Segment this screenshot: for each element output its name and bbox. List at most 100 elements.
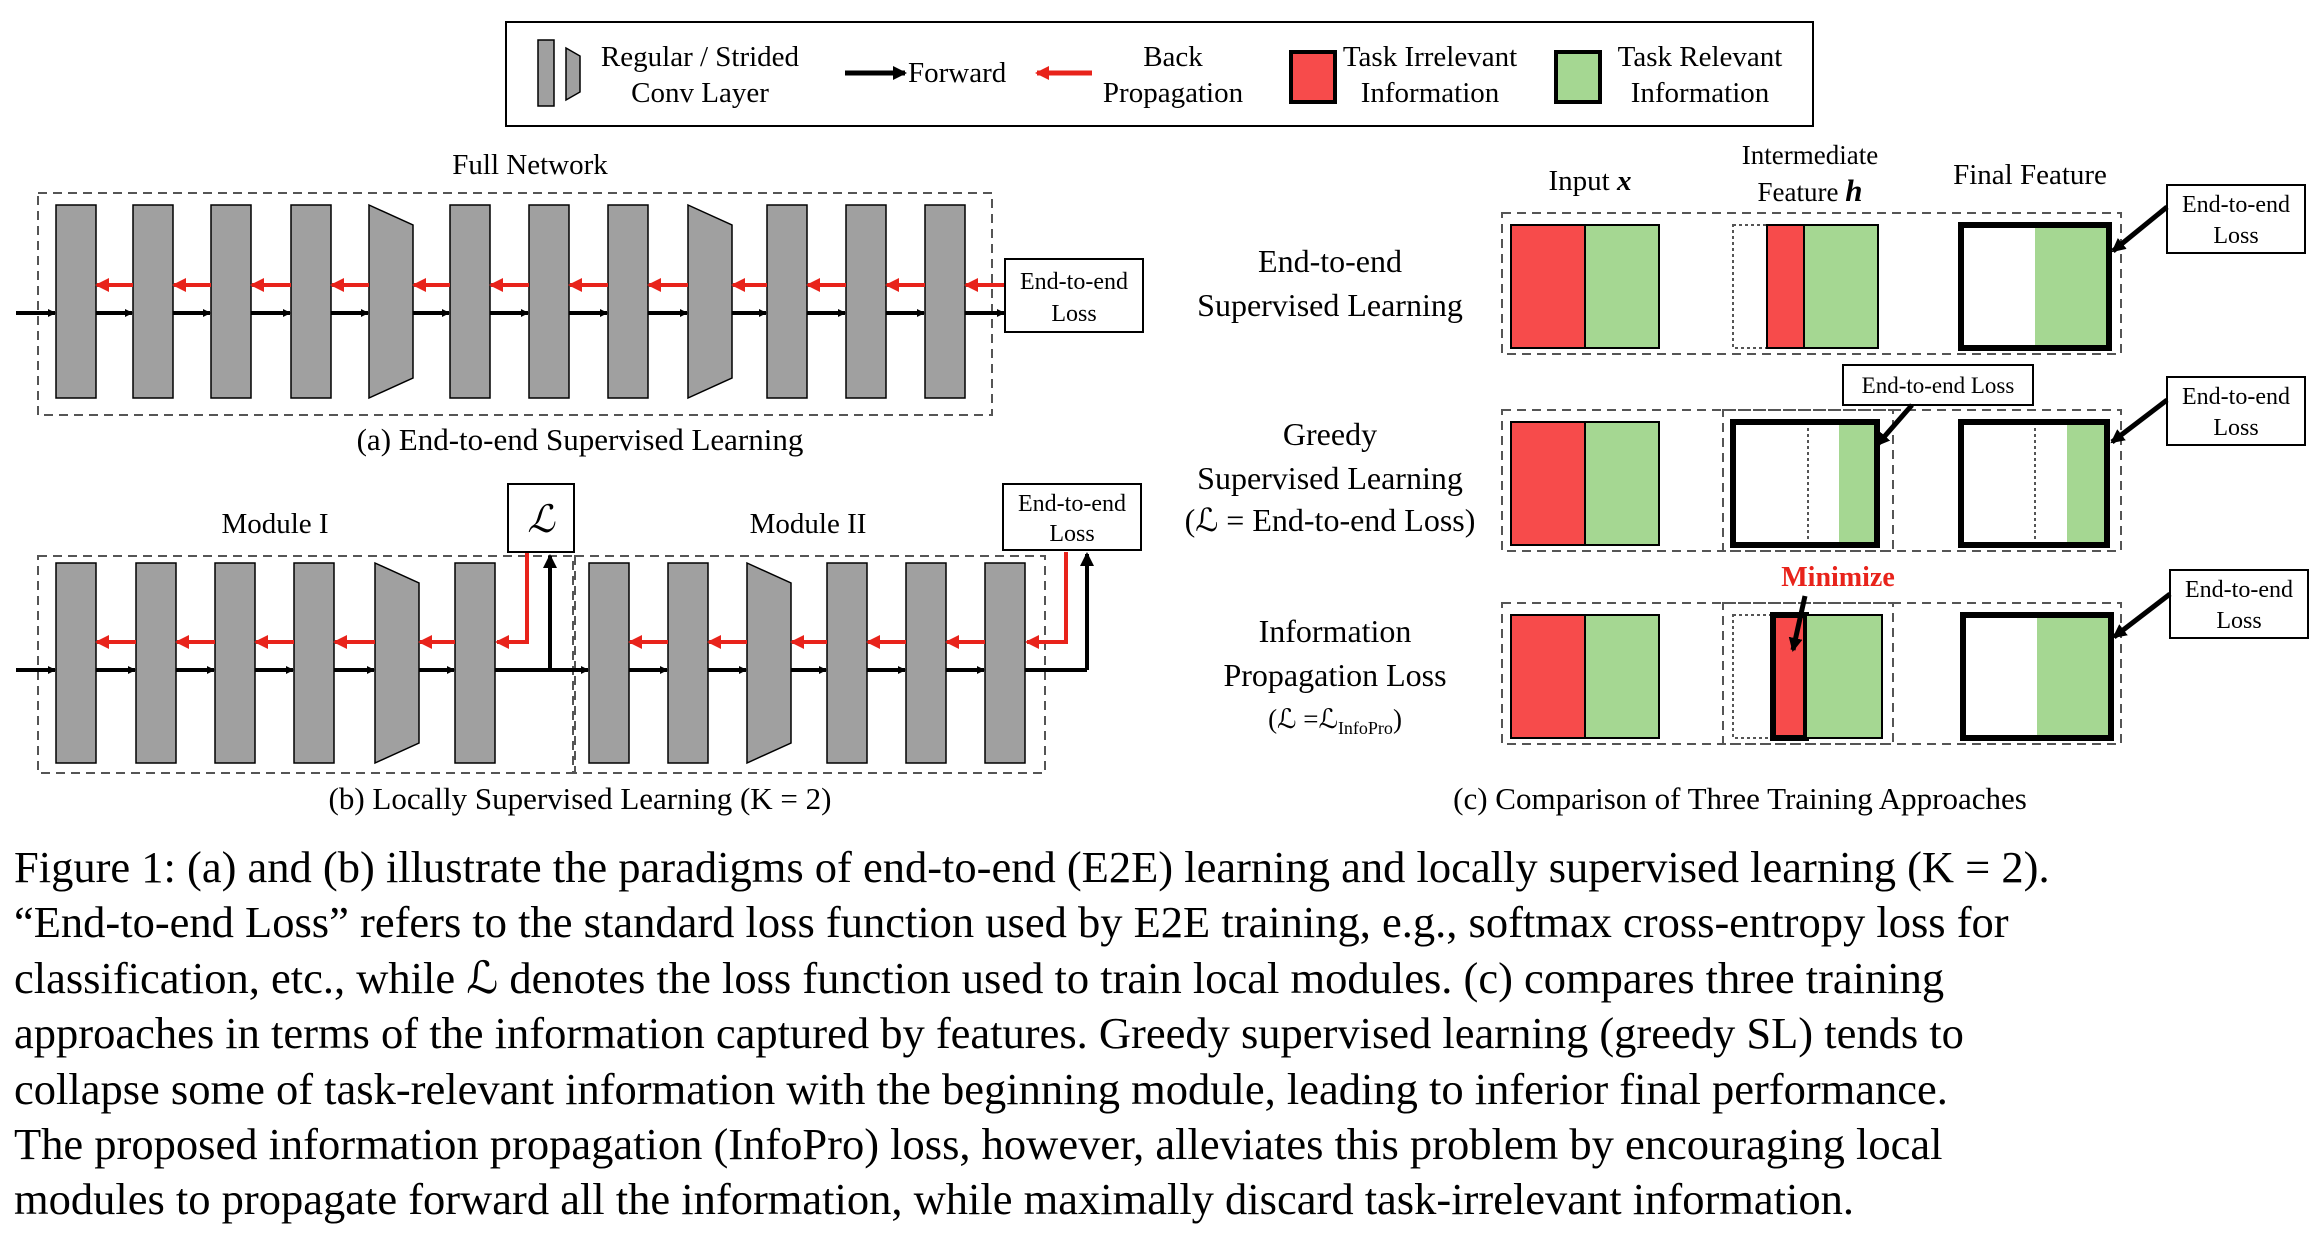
panel-c-row3-final-empty (1963, 615, 2037, 738)
legend: Regular / Strided Conv Layer Forward Bac… (505, 21, 1814, 127)
panel-c-row3-inter-discarded (1732, 614, 1774, 739)
panel-b-caption: (b) Locally Supervised Learning (K = 2) (329, 781, 832, 816)
panel-b-module1-strided-layer-5 (374, 561, 420, 765)
figure-caption-line-1: Figure 1: (a) and (b) illustrate the par… (14, 842, 2050, 892)
panel-c-row3-label-1: Information (1259, 613, 1412, 649)
panel-c-row2-inter-loss-box (1842, 364, 2034, 406)
panel-c-row2-final-relevant (2067, 422, 2107, 545)
panel-a-conv-layer-10 (766, 204, 808, 399)
panel-c-row3-inter-frame (1722, 602, 1894, 745)
figure-caption-line-3: classification, etc., while ℒ denotes th… (14, 952, 1945, 1003)
panel-c-row2-inter-loss-arrow (1875, 403, 1914, 447)
panel-b-module2-frame (574, 555, 1046, 774)
panel-b-module2-conv-layer-6 (984, 562, 1026, 764)
panel-c-row2-loss-box (2166, 376, 2306, 446)
panel-a-conv-layer-8 (607, 204, 649, 399)
legend-relevant-label-2: Information (1631, 77, 1770, 109)
legend-irrelevant-label-1: Task Irrelevant (1343, 41, 1517, 73)
panel-b-module2-conv-layer-1 (588, 562, 630, 764)
legend-back-label-1: Back (1143, 41, 1203, 73)
panel-c-col-input: Input x (1549, 165, 1632, 197)
panel-c-minimize-label: Minimize (1781, 562, 1895, 593)
panel-b-module2-strided-layer-3 (746, 561, 792, 765)
panel-a-strided-layer-9 (687, 203, 733, 400)
panel-c: Input x Intermediate Feature h Final Fea… (1185, 140, 2309, 816)
legend-strided-layer-icon (565, 46, 581, 102)
panel-c-row1-final-empty (1961, 225, 2035, 348)
legend-back-label-2: Propagation (1103, 77, 1244, 109)
panel-c-row1-inter-irrelevant (1766, 224, 1805, 349)
panel-a-conv-layer-7 (528, 204, 570, 399)
panel-c-row1-input-irrelevant (1510, 224, 1586, 349)
legend-regular-layer-icon (537, 39, 555, 107)
panel-b-module1-conv-layer-4 (293, 562, 335, 764)
figure-diagram: Regular / Strided Conv Layer Forward Bac… (16, 21, 2309, 816)
legend-irrelevant-label-2: Information (1361, 77, 1500, 109)
panel-b-final-loss-back-arrow (1025, 552, 1068, 649)
panel-a-loss-label-1: End-to-end (1020, 269, 1128, 295)
panel-c-row1-label-2: Supervised Learning (1197, 287, 1463, 323)
panel-c-row2-final-empty (1961, 422, 2067, 545)
panel-c-col-final: Final Feature (1953, 159, 2107, 191)
panel-c-row1-loss-label-2: Loss (2213, 223, 2258, 249)
panel-c-row1-final-relevant (2035, 225, 2109, 348)
panel-b-local-loss-symbol: ℒ (527, 499, 556, 541)
panel-b-module1-conv-layer-2 (135, 562, 177, 764)
panel-b-local-loss-back-arrow (495, 553, 529, 649)
panel-c-row1-label-1: End-to-end (1258, 243, 1402, 279)
panel-a-caption: (a) End-to-end Supervised Learning (357, 422, 804, 457)
panel-c-row2-inter-loss-label: End-to-end Loss (1862, 373, 2015, 398)
panel-c-row1-input-relevant (1584, 224, 1660, 349)
panel-c-row1-inter-discarded (1732, 224, 1768, 349)
panel-c-row3-label-2: Propagation Loss (1223, 657, 1446, 693)
panel-c-row3-inter-irrelevant (1770, 612, 1809, 741)
panel-c-row2-loss-arrow (2110, 398, 2169, 444)
panel-c-row2-loss-label-1: End-to-end (2182, 384, 2290, 410)
panel-c-row2-input-relevant (1584, 421, 1660, 546)
panel-a-frame (37, 192, 993, 416)
panel-c-row2-label-1: Greedy (1283, 416, 1377, 452)
panel-a-loss-box (1004, 258, 1144, 333)
panel-a-conv-layer-3 (210, 204, 252, 399)
panel-b-module2-conv-layer-5 (905, 562, 947, 764)
panel-c-row3-inter-relevant (1805, 614, 1883, 739)
legend-box (505, 21, 1814, 127)
panel-b-loss-label-2: Loss (1049, 521, 1094, 547)
panel-a-title: Full Network (452, 149, 608, 181)
panel-c-row1-loss-box (2166, 184, 2306, 254)
panel-c-row1-inter-relevant (1803, 224, 1879, 349)
panel-c-row1-frame (1501, 212, 2122, 355)
panel-c-row3-input-relevant (1584, 614, 1660, 739)
figure-caption-line-2: “End-to-end Loss” refers to the standard… (14, 897, 2009, 948)
panel-a-conv-layer-4 (290, 204, 332, 399)
panel-b: Module I Module II ℒ End-to-end Loss (b)… (16, 483, 1142, 816)
legend-relevant-label-1: Task Relevant (1618, 41, 1783, 73)
panel-c-row2-input-irrelevant (1510, 421, 1586, 546)
legend-irrelevant-swatch (1289, 50, 1337, 104)
panel-a: Full Network End-to-end Loss (a) End-to-… (16, 149, 1144, 457)
panel-c-row2-final-box (1958, 419, 2110, 548)
panel-c-row1-loss-label-1: End-to-end (2182, 192, 2290, 218)
panel-c-row2-inter-empty (1733, 422, 1839, 545)
figure-caption-line-4: approaches in terms of the information c… (14, 1008, 1964, 1059)
panel-c-row2-inter-box (1730, 419, 1880, 548)
panel-c-row2-label-3: (ℒ = End-to-end Loss) (1185, 502, 1476, 538)
panel-c-row3-loss-label-1: End-to-end (2185, 577, 2293, 603)
figure-caption: Figure 1: (a) and (b) illustrate the par… (14, 840, 2314, 1228)
panel-c-row3-final-box (1960, 612, 2114, 741)
panel-c-row2-loss-label-2: Loss (2213, 415, 2258, 441)
legend-forward-label: Forward (908, 57, 1007, 89)
panel-b-module1-conv-layer-3 (214, 562, 256, 764)
panel-b-module1-frame (37, 555, 574, 774)
legend-relevant-swatch (1554, 50, 1602, 104)
panel-b-module2-label: Module II (750, 508, 867, 540)
panel-c-row3-loss-label-2: Loss (2216, 608, 2261, 634)
panel-c-row3-label-3: (ℒ =ℒInfoPro) (1268, 704, 1402, 738)
panel-b-local-loss-box (507, 483, 575, 553)
panel-a-conv-layer-1 (55, 204, 97, 399)
panel-c-row1-final-box (1958, 222, 2112, 351)
panel-b-module1-conv-layer-1 (55, 562, 97, 764)
legend-conv-label-1: Regular / Strided (601, 41, 800, 73)
panel-b-module1-conv-layer-6 (454, 562, 496, 764)
panel-c-row2-inter-relevant (1839, 422, 1877, 545)
